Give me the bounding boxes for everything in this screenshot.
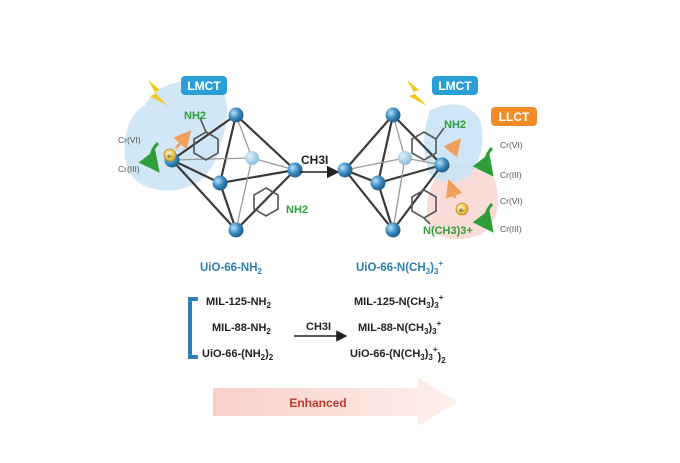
- svg-text:e-: e-: [459, 208, 464, 214]
- series-left-2: MIL-88-NH2: [212, 322, 271, 336]
- right-cr3-label-a: Cr(III): [500, 170, 522, 180]
- left-electron: [163, 148, 177, 162]
- right-cr3-label-b: Cr(III): [500, 224, 522, 234]
- left-lmct-badge: [181, 76, 227, 95]
- right-lightning-icon: [407, 80, 427, 106]
- right-octahedron-edges: [344, 114, 443, 231]
- left-node-bottom: [228, 222, 244, 238]
- right-node-front: [370, 175, 386, 191]
- left-lmct-badge-text: LMCT: [187, 79, 221, 93]
- left-bottom-amine: NH2: [286, 204, 308, 216]
- left-mof-name: UiO-66-NH2: [200, 262, 263, 276]
- left-bottom-linker-ring: [253, 187, 279, 217]
- left-node-front: [212, 175, 228, 191]
- series-right-3: UiO-66-(N(CH3)3+)2: [350, 345, 446, 365]
- left-transfer-arrow: [173, 130, 192, 150]
- left-node-right: [287, 162, 303, 178]
- left-top-linker-ring: [193, 131, 219, 161]
- right-cr6-label-a: Cr(VI): [500, 140, 523, 150]
- right-reduction-arrow-b: [472, 202, 494, 233]
- right-mof: LMCT LLCT NH2: [337, 76, 537, 276]
- series-reagent-label: CH3I: [306, 321, 331, 333]
- enhanced-label: Enhanced: [289, 396, 346, 410]
- left-octahedron-edges: [171, 114, 296, 231]
- right-node-bottom: [385, 222, 401, 238]
- enhanced-arrow: Enhanced: [213, 378, 458, 426]
- right-electron: [455, 202, 469, 216]
- right-llct-transfer-arrow: [445, 179, 463, 199]
- right-lmct-transfer-arrow: [443, 138, 462, 158]
- series-left-3: UiO-66-(NH2)2: [202, 348, 274, 362]
- analog-series: MIL-125-NH2 MIL-88-NH2 UiO-66-(NH2)2 CH3…: [188, 293, 446, 365]
- left-cr3-label: Cr(III): [118, 164, 140, 174]
- series-left-1: MIL-125-NH2: [206, 296, 272, 310]
- left-reduction-arrow: [138, 141, 160, 173]
- right-lmct-badge: [432, 76, 478, 95]
- left-node-back: [245, 151, 259, 165]
- right-top-amine: NH2: [444, 119, 466, 131]
- main-reaction: CH3I: [300, 153, 340, 179]
- series-bracket: [188, 297, 198, 359]
- series-right-1: MIL-125-N(CH3)3+: [354, 293, 444, 310]
- series-right-2: MIL-88-N(CH3)3+: [358, 319, 442, 336]
- lightning-icon: [148, 80, 168, 106]
- right-reduction-arrow-a: [472, 146, 494, 177]
- left-top-amine: NH2: [184, 110, 206, 122]
- right-mof-name: UiO-66-N(CH3)3+: [356, 259, 443, 276]
- left-cr6-label: Cr(VI): [118, 135, 141, 145]
- right-llct-badge: [491, 107, 537, 126]
- svg-text:e-: e-: [167, 154, 172, 160]
- right-node-top: [385, 107, 401, 123]
- left-node-top: [228, 107, 244, 123]
- right-llct-badge-text: LLCT: [499, 110, 530, 124]
- right-node-right: [434, 157, 450, 173]
- right-node-left: [337, 162, 353, 178]
- right-bottom-quaternary-amine: N(CH3)3+: [423, 225, 473, 237]
- left-mof: LMCT NH2 NH2: [118, 76, 308, 276]
- right-cr6-label-b: Cr(VI): [500, 196, 523, 206]
- right-lmct-badge-text: LMCT: [438, 79, 472, 93]
- right-node-back: [398, 151, 412, 165]
- enhanced-arrow-shape: [213, 378, 458, 426]
- main-reagent-label: CH3I: [301, 153, 328, 167]
